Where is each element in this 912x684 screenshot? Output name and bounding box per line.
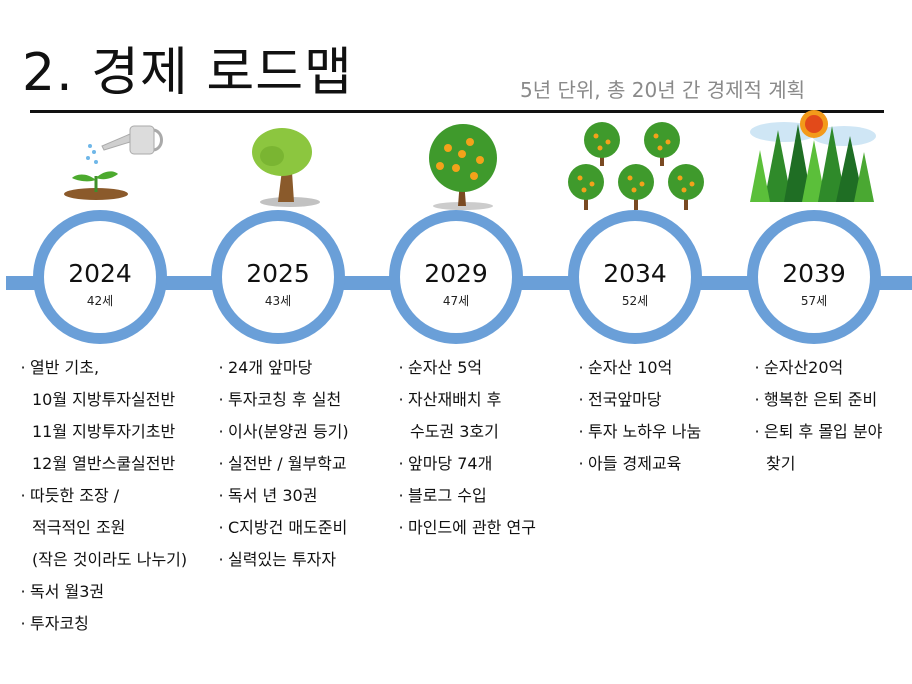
plan-item: 따듯한 조장 / xyxy=(18,480,187,512)
orchard-icon xyxy=(568,122,704,210)
milestone-2029: 2029 47세 xyxy=(389,210,523,344)
plan-item: 찾기 xyxy=(766,454,796,473)
milestone-age: 42세 xyxy=(86,294,114,308)
plan-item: 수도권 3호기 xyxy=(410,422,499,441)
plan-item: 열반 기초, xyxy=(18,352,187,384)
milestone-age: 47세 xyxy=(442,294,470,308)
forest-icon xyxy=(750,110,876,202)
plan-item: 블로그 수입 xyxy=(396,480,536,512)
plan-item: 자산재배치 후 xyxy=(396,384,536,416)
milestone-2034: 2034 52세 xyxy=(568,210,702,344)
milestone-year: 2025 xyxy=(246,259,310,288)
young-tree-icon xyxy=(252,128,320,207)
plan-item: 마인드에 관한 연구 xyxy=(396,512,536,544)
plan-item: 순자산20억 xyxy=(752,352,882,384)
milestone-year: 2029 xyxy=(424,259,488,288)
plan-item: 전국앞마당 xyxy=(576,384,701,416)
plan-item: 투자코칭 xyxy=(18,608,187,640)
plan-item: 순자산 10억 xyxy=(576,352,701,384)
plan-item: 적극적인 조원 xyxy=(32,518,126,537)
plan-list-2024: 열반 기초, 10월 지방투자실전반 11월 지방투자기초반 12월 열반스쿨실전반따… xyxy=(18,352,187,640)
page-subtitle: 5년 단위, 총 20년 간 경제적 계획 xyxy=(520,78,806,102)
plan-item: 10월 지방투자실전반 xyxy=(32,390,176,409)
plan-list-2034: 순자산 10억전국앞마당투자 노하우 나눔아들 경제교육 xyxy=(576,352,701,480)
milestone-2025: 2025 43세 xyxy=(211,210,345,344)
plan-list-2025: 24개 앞마당투자코칭 후 실천이사(분양권 등기)실전반 / 월부학교독서 년… xyxy=(216,352,349,576)
plan-item: 투자코칭 후 실천 xyxy=(216,384,349,416)
plan-item: 이사(분양권 등기) xyxy=(216,416,349,448)
plan-item: 아들 경제교육 xyxy=(576,448,701,480)
milestone-2039: 2039 57세 xyxy=(747,210,881,344)
milestone-year: 2039 xyxy=(782,259,846,288)
plan-item: 독서 년 30권 xyxy=(216,480,349,512)
plan-item: C지방건 매도준비 xyxy=(216,512,349,544)
plan-item: (작은 것이라도 나누기) xyxy=(32,550,188,569)
milestone-age: 57세 xyxy=(800,294,828,308)
plan-item: 11월 지방투자기초반 xyxy=(32,422,176,441)
page-title: 2. 경제 로드맵 xyxy=(22,43,353,103)
plan-item: 실력있는 투자자 xyxy=(216,544,349,576)
fruit-tree-icon xyxy=(429,124,497,210)
sprout-watering-can-icon xyxy=(64,125,163,200)
plan-item: 독서 월3권 xyxy=(18,576,187,608)
milestone-2024: 2024 42세 xyxy=(33,210,167,344)
milestone-year: 2034 xyxy=(603,259,667,288)
plan-item: 24개 앞마당 xyxy=(216,352,349,384)
milestone-year: 2024 xyxy=(68,259,132,288)
plan-item: 투자 노하우 나눔 xyxy=(576,416,701,448)
plan-item: 행복한 은퇴 준비 xyxy=(752,384,882,416)
milestone-age: 52세 xyxy=(621,294,649,308)
milestone-age: 43세 xyxy=(264,294,292,308)
title-divider xyxy=(30,110,884,113)
plan-item: 앞마당 74개 xyxy=(396,448,536,480)
plan-item: 순자산 5억 xyxy=(396,352,536,384)
plan-item: 은퇴 후 몰입 분야 xyxy=(752,416,882,448)
plan-item: 12월 열반스쿨실전반 xyxy=(32,454,176,473)
plan-item: 실전반 / 월부학교 xyxy=(216,448,349,480)
